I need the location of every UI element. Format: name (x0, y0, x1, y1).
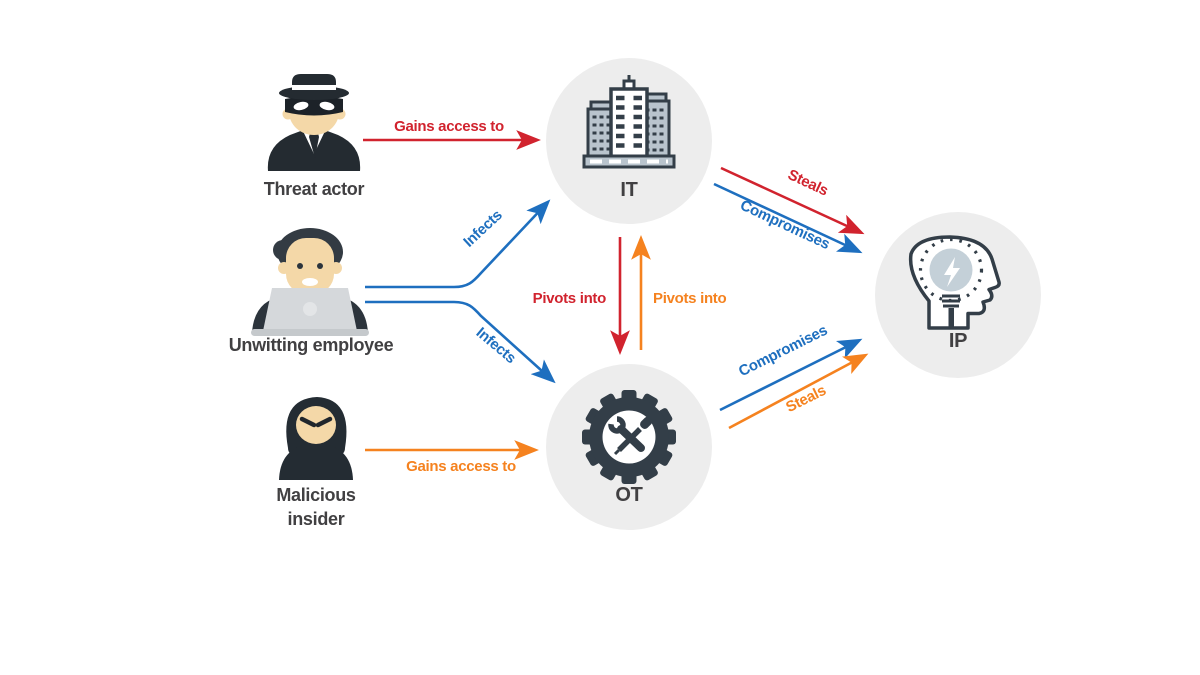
edge-it-to-ip-steals-arrow (720, 166, 865, 235)
hooded-insider-icon (279, 397, 353, 480)
employee-laptop-icon (251, 228, 369, 336)
edge-label-pivots-into-ot: Pivots into (533, 290, 607, 307)
malicious-insider-label-line2: insider (288, 509, 345, 529)
actor-malicious-insider: Malicious insider (276, 397, 356, 529)
threat-actor-label: Threat actor (264, 179, 365, 199)
edge-ot-to-ip-steals-arrow (728, 353, 869, 430)
actor-unwitting-employee: Unwitting employee (229, 228, 394, 355)
screwdriver-glyph (613, 416, 653, 456)
head-lightbulb-icon (908, 235, 1001, 330)
system-it: IT (582, 75, 676, 201)
spy-icon (267, 74, 361, 171)
system-ot: OT (582, 390, 676, 506)
edge-label-it-steals: Steals (785, 166, 831, 199)
edge-ot-to-ip-compromises-arrow (719, 338, 863, 412)
system-ip: IP (908, 235, 1001, 352)
edge-label-it-compromises: Compromises (737, 197, 832, 253)
actor-threat-actor: Threat actor (264, 74, 365, 199)
unwitting-employee-label: Unwitting employee (229, 335, 394, 355)
edge-employee-to-ot-arrow (365, 300, 556, 384)
it-label: IT (620, 179, 637, 201)
gear-tools-icon (582, 390, 676, 484)
edge-label-pivots-into-it: Pivots into (653, 290, 727, 307)
edge-label-gains-access-to-it: Gains access to (394, 118, 504, 135)
edge-label-infects-it: Infects (460, 207, 505, 251)
edges (363, 130, 869, 460)
edge-label-ot-compromises: Compromises (736, 322, 830, 380)
ip-label: IP (949, 330, 967, 352)
ot-label: OT (615, 484, 642, 506)
buildings-icon (582, 75, 676, 169)
edge-it-to-ip-compromises-arrow (713, 182, 863, 254)
edge-label-gains-access-to-ot: Gains access to (406, 458, 516, 475)
edge-employee-to-it-arrow (365, 199, 551, 289)
malicious-insider-label-line1: Malicious (276, 485, 356, 505)
